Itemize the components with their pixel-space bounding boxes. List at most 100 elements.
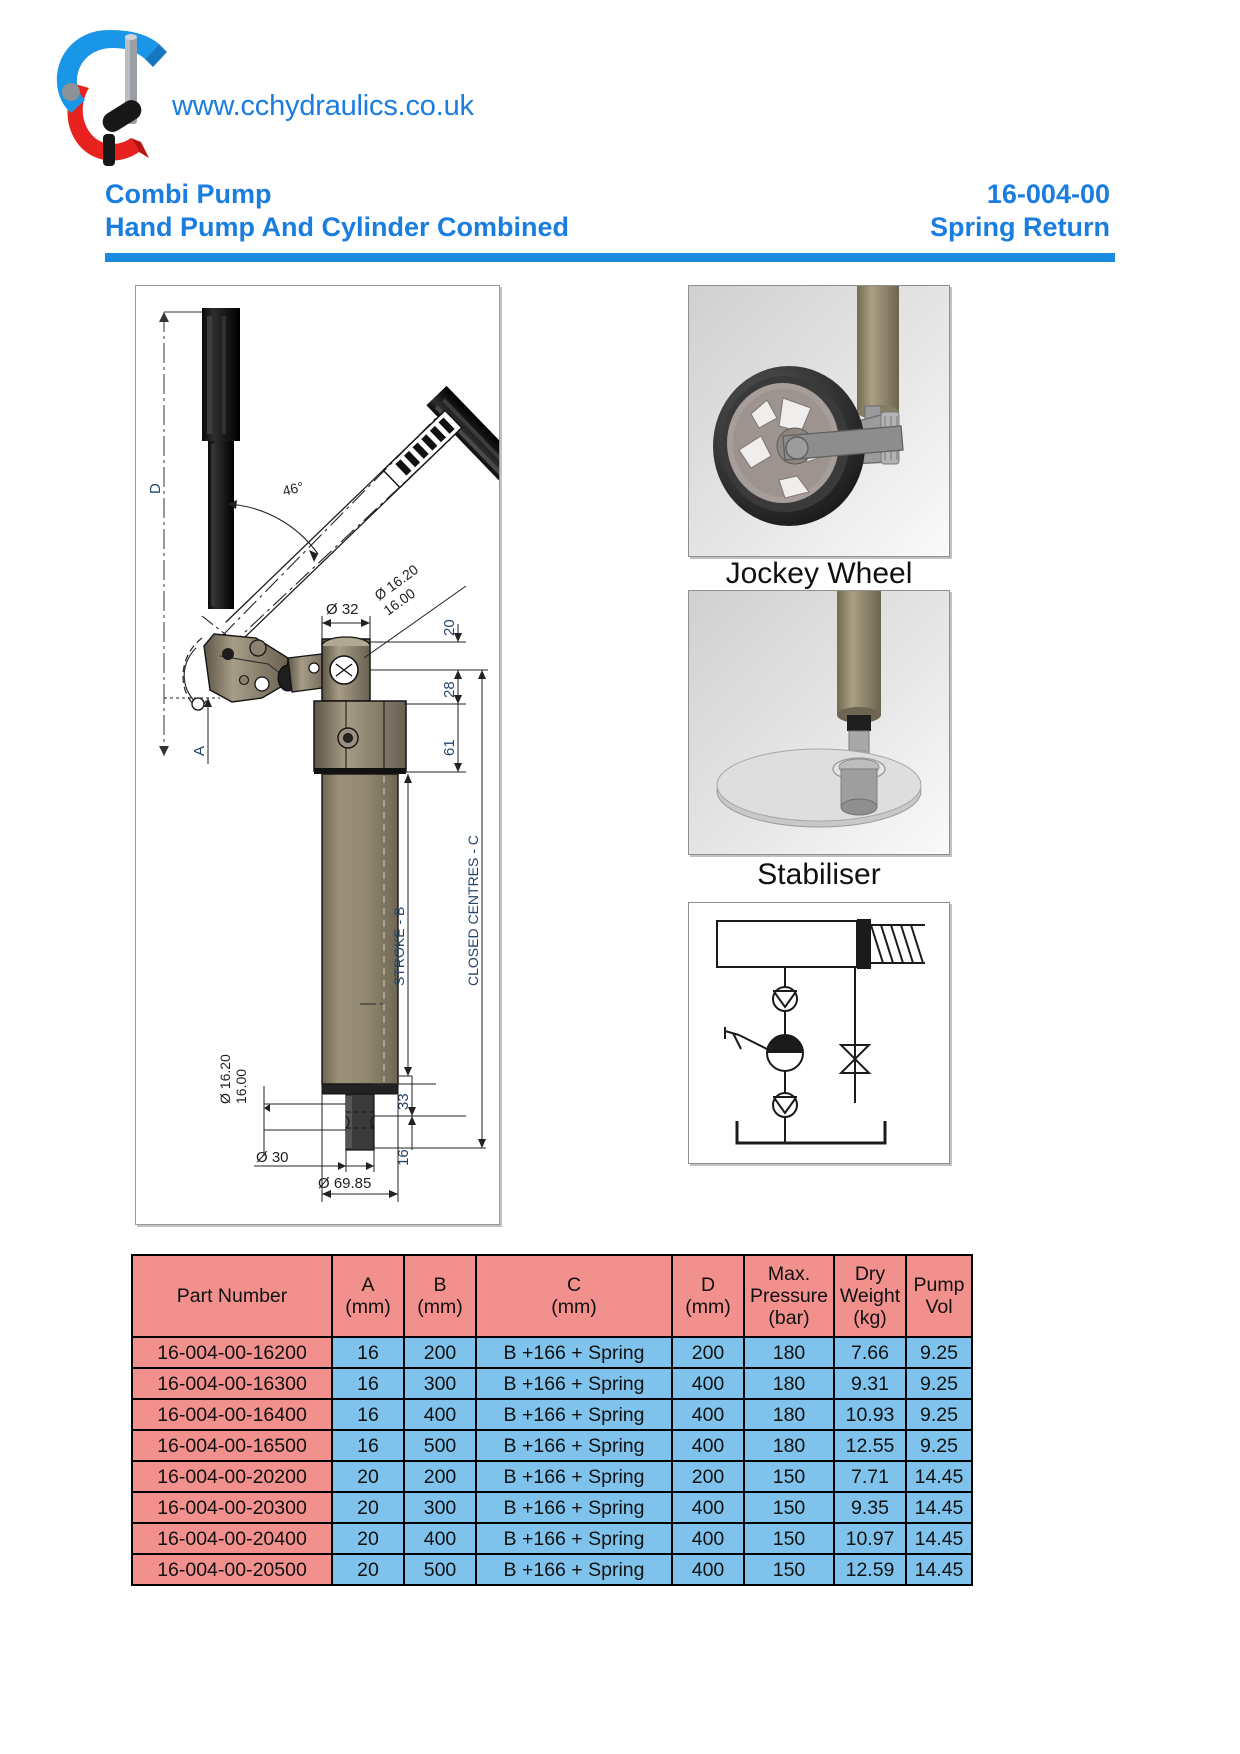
dim-stroke-b [398,774,412,1077]
col-header-b: B (mm) [403,1254,477,1338]
col-header-c-label: C [566,1274,582,1296]
row-d: 400 [671,1398,745,1431]
title-block: Combi Pump Hand Pump And Cylinder Combin… [0,178,1240,268]
row-a: 20 [331,1460,405,1493]
dim-20: 20 [441,619,458,636]
row-max-pressure: 150 [743,1553,835,1586]
row-max-pressure: 150 [743,1491,835,1524]
row-dry-weight: 7.71 [833,1460,907,1493]
page-header: www.cchydraulics.co.uk [0,0,1240,175]
row-pump-vol: 9.25 [905,1336,973,1369]
row-a: 16 [331,1367,405,1400]
product-code-block: 16-004-00 Spring Return [930,178,1110,244]
row-c: B +166 + Spring [475,1553,673,1586]
dim-dia30 [254,1148,375,1172]
dim-D-label: D [147,483,164,494]
angled-handle-shaft [225,409,463,641]
cc-hydraulics-c-clamp-logo [45,22,180,167]
col-header-max-pressure-label: Max. Pressure [749,1263,829,1307]
angle-dimension-46 [201,417,455,649]
dim-dia-32: Ø 32 [326,601,359,618]
row-max-pressure: 180 [743,1429,835,1462]
row-a: 20 [331,1522,405,1555]
col-header-d-unit: (mm) [685,1296,731,1318]
pump-port-boss [321,636,371,702]
dim-16: 16 [395,1149,412,1166]
col-header-b-unit: (mm) [417,1296,463,1318]
col-header-pump-vol: Pump Vol [905,1254,973,1338]
col-header-b-label: B [433,1274,447,1296]
col-header-a: A (mm) [331,1254,405,1338]
row-b: 200 [403,1336,477,1369]
row-b: 400 [403,1522,477,1555]
dim-angle-46: 46° [281,478,305,499]
jockey-wheel-caption: Jockey Wheel [725,557,913,590]
row-b: 300 [403,1491,477,1524]
col-header-dry-weight: Dry Weight (kg) [833,1254,907,1338]
dim-28: 28 [441,681,458,698]
col-header-c: C (mm) [475,1254,673,1338]
row-d: 400 [671,1553,745,1586]
pump-linkage-assembly [182,633,329,711]
hydraulic-schematic [688,902,950,1164]
row-max-pressure: 150 [743,1522,835,1555]
cylinder-tube [321,773,399,1095]
row-pump-vol: 9.25 [905,1398,973,1431]
row-d: 400 [671,1491,745,1524]
row-d: 400 [671,1429,745,1462]
row-d: 400 [671,1522,745,1555]
product-part-code: 16-004-00 [986,179,1110,209]
col-header-dry-weight-label: Dry Weight [839,1263,901,1307]
specification-table: Part Number A (mm) B (mm) C (mm) [131,1254,973,1586]
technical-drawing-panel: 46° D [135,285,500,1225]
row-c: B +166 + Spring [475,1336,673,1369]
row-dry-weight: 12.59 [833,1553,907,1586]
row-max-pressure: 150 [743,1460,835,1493]
col-header-a-unit: (mm) [345,1296,391,1318]
col-header-d-label: D [700,1274,716,1296]
row-part-number: 16-004-00-16300 [131,1367,333,1400]
row-part-number: 16-004-00-20400 [131,1522,333,1555]
row-d: 400 [671,1367,745,1400]
row-part-number: 16-004-00-16200 [131,1336,333,1369]
row-c: B +166 + Spring [475,1460,673,1493]
row-a: 20 [331,1553,405,1586]
row-b: 500 [403,1429,477,1462]
row-part-number: 16-004-00-16400 [131,1398,333,1431]
col-header-d: D (mm) [671,1254,745,1338]
dim-rod-tolerance [263,1086,346,1156]
jockey-wheel-photo [688,285,950,557]
row-c: B +166 + Spring [475,1491,673,1524]
product-title: Combi Pump Hand Pump And Cylinder Combin… [105,178,569,244]
row-c: B +166 + Spring [475,1429,673,1462]
table-header-row: Part Number A (mm) B (mm) C (mm) [131,1254,973,1338]
row-dry-weight: 9.35 [833,1491,907,1524]
row-dry-weight: 10.97 [833,1522,907,1555]
dim-61: 61 [441,739,458,756]
col-header-dry-weight-unit: (kg) [853,1307,887,1329]
row-part-number: 16-004-00-20200 [131,1460,333,1493]
dim-A-label: A [191,746,208,756]
row-part-number: 16-004-00-16500 [131,1429,333,1462]
pump-valve-body [313,700,407,774]
row-d: 200 [671,1460,745,1493]
dim-rod-tol-upper: Ø 16.20 [217,1054,233,1104]
row-a: 16 [331,1336,405,1369]
row-d: 200 [671,1336,745,1369]
cylinder-rod-end [345,1093,375,1151]
product-title-line2: Hand Pump And Cylinder Combined [105,212,570,242]
row-a: 16 [331,1398,405,1431]
product-title-line1: Combi Pump [105,179,272,209]
col-header-pump-vol-label: Pump Vol [913,1274,965,1318]
dim-dia-30: Ø 30 [256,1149,289,1166]
row-b: 300 [403,1367,477,1400]
website-url[interactable]: www.cchydraulics.co.uk [172,90,474,122]
row-pump-vol: 14.45 [905,1460,973,1493]
row-max-pressure: 180 [743,1398,835,1431]
